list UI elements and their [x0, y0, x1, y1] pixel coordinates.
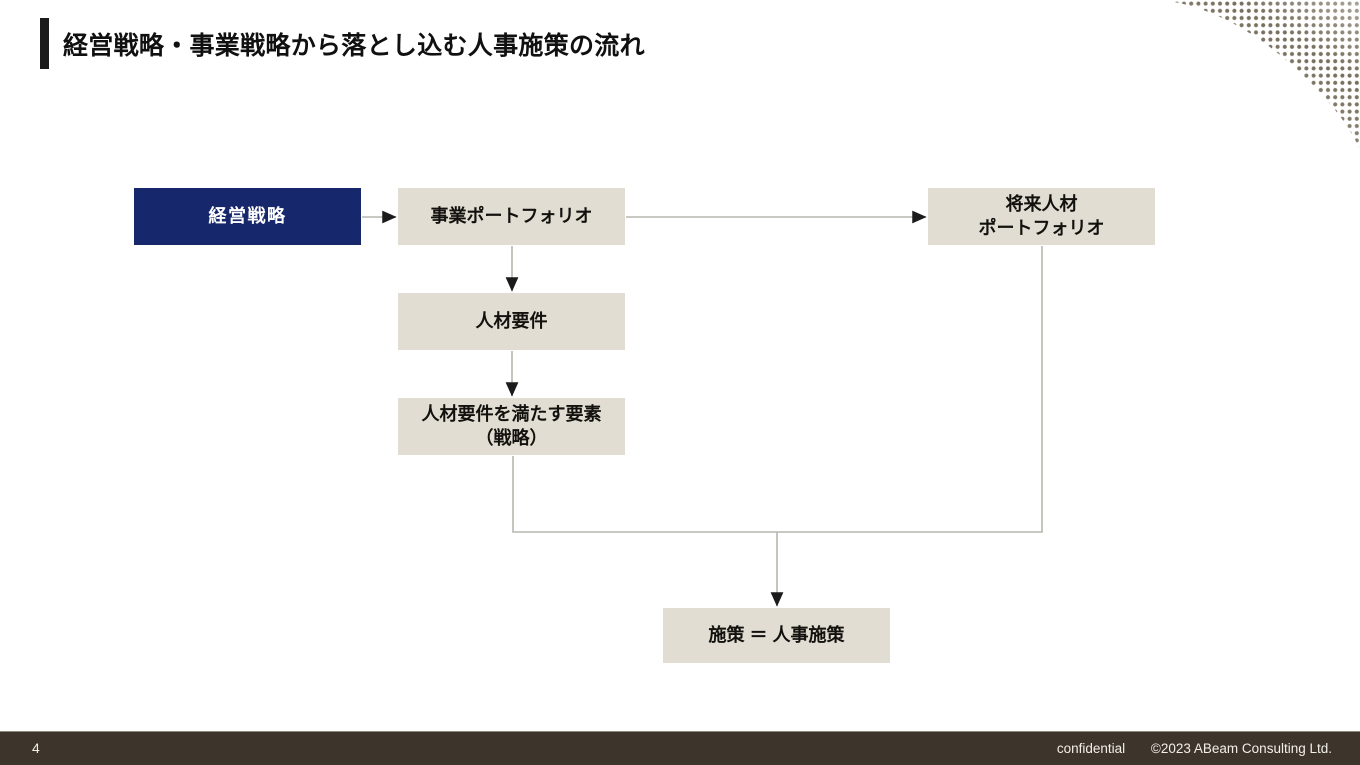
footer-right-group: confidential ©2023 ABeam Consulting Ltd. — [1057, 741, 1332, 756]
flow-node-future-talent-portfolio[interactable]: 将来人材 ポートフォリオ — [928, 188, 1155, 245]
flow-node-talent-requirements[interactable]: 人材要件 — [398, 293, 625, 350]
confidential-label: confidential — [1056, 741, 1126, 756]
flow-node-label-line1: 将来人材 — [1005, 193, 1078, 214]
flow-node-label: 事業ポートフォリオ — [430, 205, 593, 226]
page-title: 経営戦略・事業戦略から落とし込む人事施策の流れ — [63, 32, 645, 60]
edge-elements-to-measures — [512, 456, 777, 533]
flow-node-label-line2: （戦略） — [475, 427, 548, 448]
copyright-label: ©2023 ABeam Consulting Ltd. — [1150, 741, 1332, 756]
flow-node-requirement-elements[interactable]: 人材要件を満たす要素 （戦略） — [398, 398, 625, 455]
page-number: 4 — [32, 740, 40, 756]
title-accent-bar — [40, 18, 49, 69]
flow-node-label-line2: ポートフォリオ — [978, 217, 1105, 238]
footer-bar: 4 confidential ©2023 ABeam Consulting Lt… — [0, 731, 1360, 765]
flow-node-label: 施策 ＝ 人事施策 — [708, 624, 845, 645]
flow-node-label: 人材要件 — [475, 310, 548, 331]
flow-node-label: 経営戦略 — [208, 205, 287, 226]
flow-node-management-strategy[interactable]: 経営戦略 — [134, 188, 361, 245]
flow-node-label-line1: 人材要件を満たす要素 — [421, 403, 602, 424]
halftone-corner-decoration — [1160, 0, 1360, 150]
flow-node-business-portfolio[interactable]: 事業ポートフォリオ — [398, 188, 625, 245]
edge-future-to-measures — [777, 246, 1043, 533]
flow-node-hr-measures[interactable]: 施策 ＝ 人事施策 — [663, 608, 890, 663]
